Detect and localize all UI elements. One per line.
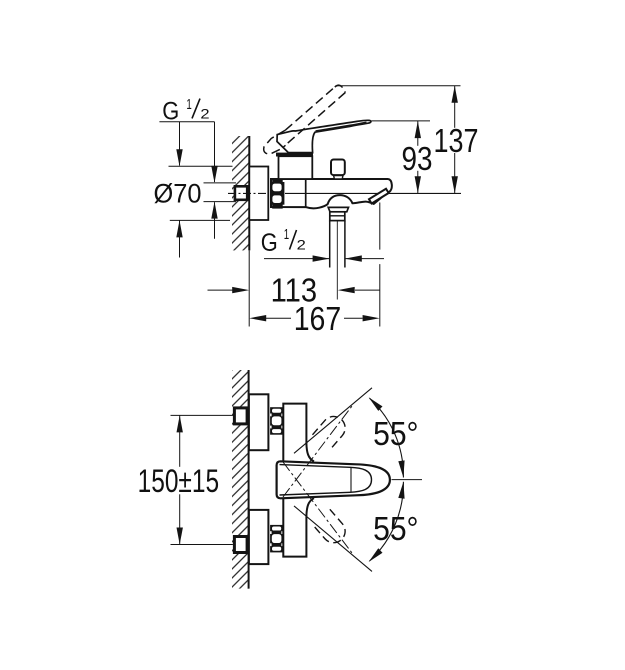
svg-text:1: 1: [284, 226, 289, 243]
svg-text:55°: 55°: [373, 511, 419, 548]
svg-text:G: G: [261, 229, 278, 257]
svg-text:150±15: 150±15: [138, 463, 220, 499]
svg-text:167: 167: [294, 301, 342, 338]
svg-text:55°: 55°: [373, 416, 419, 453]
svg-text:1: 1: [186, 96, 191, 113]
svg-text:2: 2: [200, 105, 209, 121]
svg-text:G: G: [162, 98, 179, 126]
svg-text:93: 93: [402, 141, 433, 178]
svg-text:137: 137: [434, 123, 479, 160]
svg-text:2: 2: [297, 236, 306, 252]
svg-text:113: 113: [271, 273, 318, 310]
svg-text:Ø70: Ø70: [154, 179, 202, 209]
